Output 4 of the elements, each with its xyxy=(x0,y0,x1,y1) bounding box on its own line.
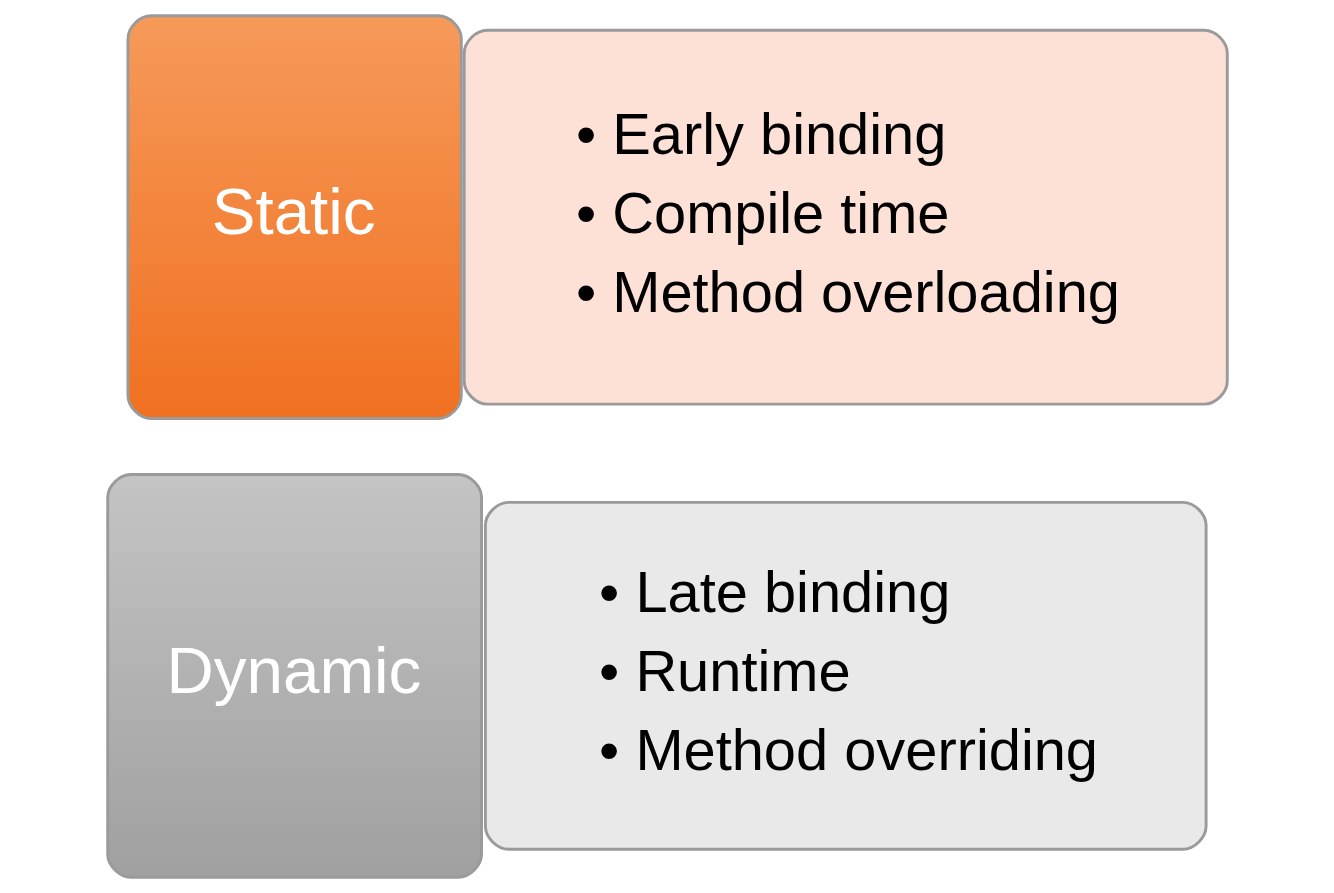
node-box: Dynamic xyxy=(105,473,483,879)
node-box: • Early binding • Compile time • Method overloading xyxy=(462,28,1229,406)
node-box: Static xyxy=(126,14,463,420)
node-box: • Late binding • Runtime • Method overriding xyxy=(483,500,1208,851)
